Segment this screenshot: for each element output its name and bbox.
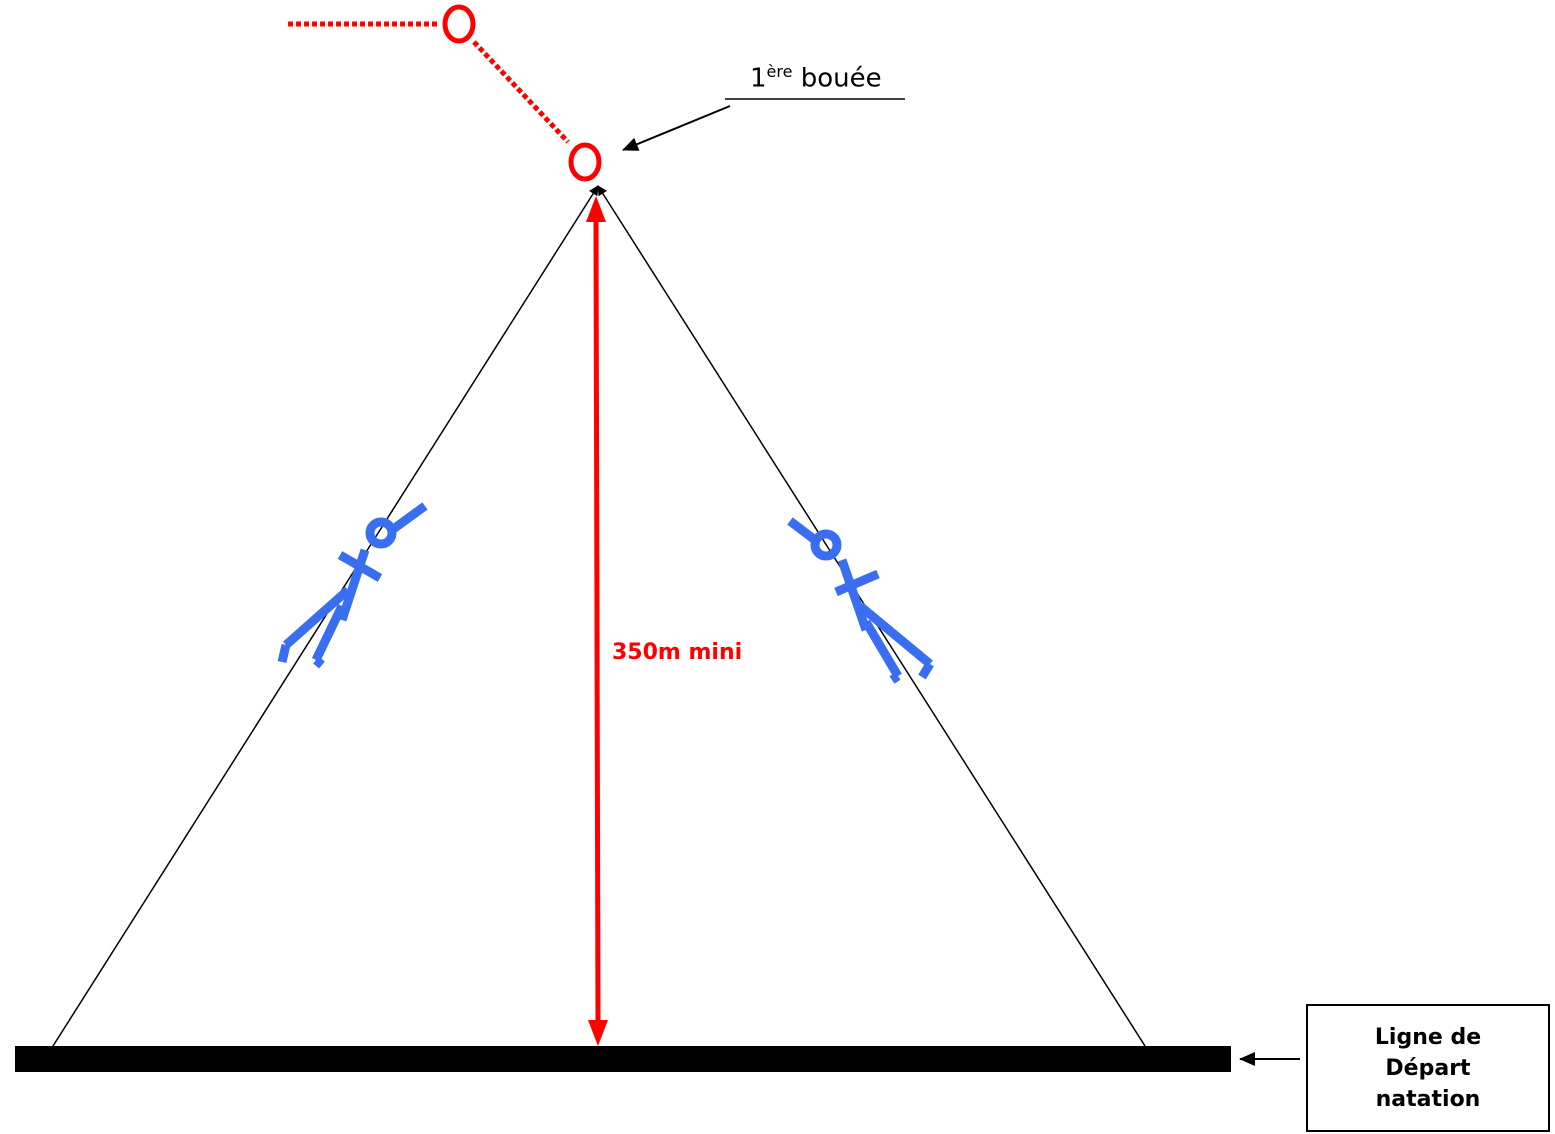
swimmer-icon — [277, 502, 428, 669]
swim-path-left — [52, 185, 599, 1047]
start-box-line-2: Départ — [1385, 1055, 1471, 1081]
buoy-label-number: 1 — [750, 63, 767, 94]
buoy-pointer-arrow — [622, 105, 731, 151]
distance-label: 350m mini — [612, 640, 743, 665]
buoy-icon — [442, 4, 476, 44]
start-box-line-3: natation — [1375, 1086, 1481, 1112]
buoy-label-superscript: ère — [766, 62, 793, 81]
start-box-line-1: Ligne de — [1374, 1024, 1482, 1050]
distance-arrow-head-top — [586, 196, 606, 222]
start-line — [15, 1046, 1231, 1072]
buoy-label: 1ère bouée — [750, 62, 882, 94]
course-line-diagonal — [472, 40, 570, 144]
distance-arrow — [593, 219, 601, 1029]
distance-arrow-head-bottom — [588, 1020, 608, 1046]
buoy-icon — [568, 142, 602, 182]
start-line-label-box: Ligne de Départ natation — [1306, 1004, 1550, 1132]
swimmer-icon — [787, 517, 934, 684]
buoy-label-text: bouée — [800, 63, 882, 94]
